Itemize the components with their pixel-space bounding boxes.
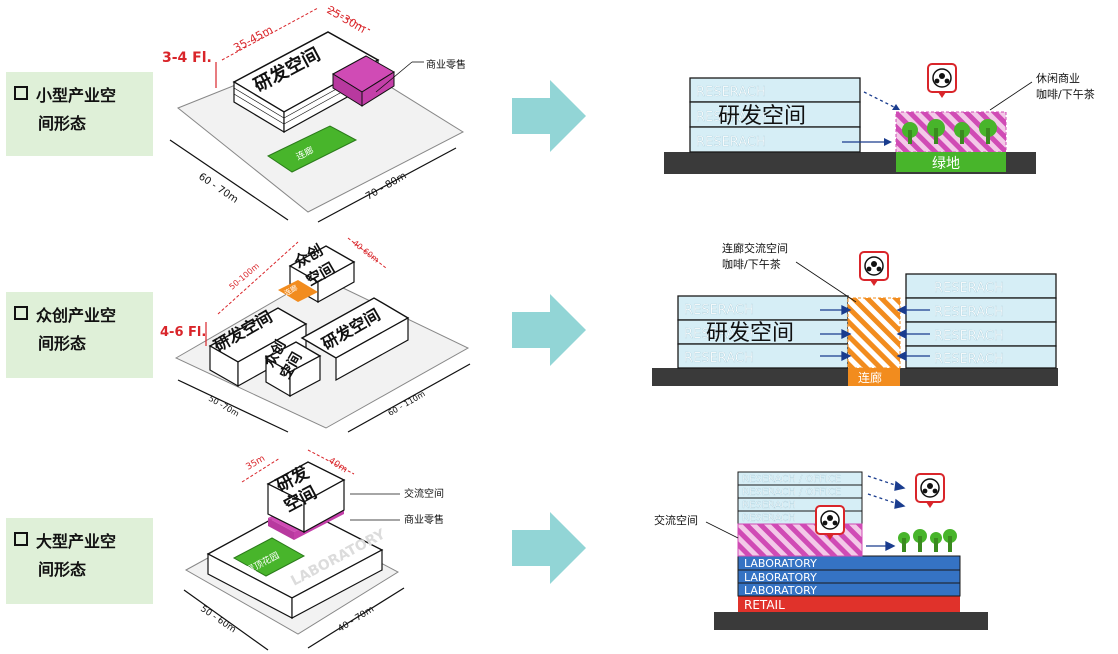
row-label-large: 大型产业空 间形态: [6, 518, 153, 604]
tree-icon: [898, 529, 957, 552]
section-diagram-cowork: RESERACH RESERACH RESERACH 研发空间 连廊 RESER…: [652, 241, 1058, 386]
dim-label: 50 - 60m: [198, 604, 237, 635]
row-label-line2: 间形态: [38, 560, 87, 579]
row-label-line1: 小型产业空: [36, 86, 117, 105]
row-label-line2: 间形态: [38, 114, 87, 133]
office-label: RESERACH / OFFICE: [742, 474, 841, 485]
office-label: RESERACH / OFFICE: [742, 487, 841, 498]
dim-label: 40 - 70m: [336, 605, 376, 635]
right-arrow-icon: [512, 294, 586, 366]
dim-label-top: 35m: [245, 454, 268, 473]
iso-diagram-small: 60 - 70m 70 - 80m 研发空间 商业零售 连廊 35-45m 25…: [162, 3, 466, 223]
row-label-cowork: 众创产业空 间形态: [6, 292, 153, 378]
dim-label: 60 - 110m: [387, 389, 427, 418]
tree-icon: [902, 119, 997, 144]
right-arrow-icon: [512, 512, 586, 584]
row-label-line1: 大型产业空: [36, 532, 117, 551]
lab-label: LABORATORY: [744, 557, 817, 570]
callout-line2: 咖啡/下午茶: [1036, 87, 1095, 101]
exchange-callout: 交流空间: [654, 513, 698, 527]
floor-label: RESERACH: [696, 110, 766, 125]
corridor-label: 连廊: [858, 370, 882, 385]
checkbox-square-icon: [14, 86, 28, 100]
row-label-line2: 间形态: [38, 334, 87, 353]
floor-label: RESERACH: [684, 351, 754, 366]
floor-label: RESERACH: [696, 85, 766, 100]
iso-diagram-large: 50 - 60m 40 - 70m 屋顶花园 LABORATORY 研发 空间 …: [183, 449, 444, 651]
callout-line2: 咖啡/下午茶: [722, 257, 781, 271]
row-label-line1: 众创产业空: [36, 306, 117, 325]
people-exchange-icon: [815, 505, 845, 540]
lab-label: LABORATORY: [744, 571, 817, 584]
exchange-callout: 交流空间: [404, 487, 444, 500]
dim-label-top: 25-30m: [325, 3, 368, 36]
building-label: 研发空间: [706, 321, 794, 346]
retail-label: RETAIL: [744, 598, 785, 612]
retail-callout: 商业零售: [404, 513, 444, 526]
dim-label: 60 - 70m: [196, 171, 240, 205]
floor-label: RESERACH: [684, 303, 754, 318]
row-label-small: 小型产业空 间形态: [6, 72, 153, 156]
section-diagram-small: RESERACH RESERACH RESERACH 研发空间 绿地 休闲商业 …: [664, 63, 1095, 174]
lab-label: LABORATORY: [744, 584, 817, 597]
checkbox-square-icon: [14, 306, 28, 320]
callout-line1: 连廊交流空间: [722, 241, 788, 255]
people-exchange-icon: [859, 251, 889, 286]
people-exchange-icon: [915, 473, 945, 508]
dim-label: 50 -70m: [207, 394, 241, 419]
floor-label: RESERACH: [934, 281, 1004, 296]
section-diagram-large: RETAIL LABORATORY LABORATORY LABORATORY …: [654, 471, 988, 630]
callout-line1: 休闲商业: [1036, 71, 1080, 85]
floor-label: RESERACH: [934, 352, 1004, 367]
retail-callout: 商业零售: [426, 58, 466, 71]
office-label: RESERACH: [742, 500, 796, 511]
dim-label-top: 35-45m: [231, 23, 275, 55]
floor-label: RESERACH: [934, 329, 1004, 344]
people-exchange-icon: [927, 63, 957, 98]
right-arrow-icon: [512, 80, 586, 152]
office-label: RESERACH: [742, 513, 796, 524]
floor-count: 3-4 Fl.: [162, 50, 212, 66]
iso-diagram-cowork: 50 -70m 60 - 110m 研发空间 众创 空间 连廊 研发空间 众创 …: [160, 237, 471, 433]
floor-count: 4-6 Fl.: [160, 325, 206, 340]
checkbox-square-icon: [14, 532, 28, 546]
dim-label-top: 50-100m: [228, 261, 262, 291]
ground-label: 绿地: [932, 156, 960, 172]
building-label: 研发空间: [718, 104, 806, 129]
floor-label: RESERACH: [696, 135, 766, 150]
floor-label: RESERACH: [934, 305, 1004, 320]
dim-label-top: 40-60m: [351, 238, 381, 264]
floor-label: RESERACH: [684, 327, 754, 342]
